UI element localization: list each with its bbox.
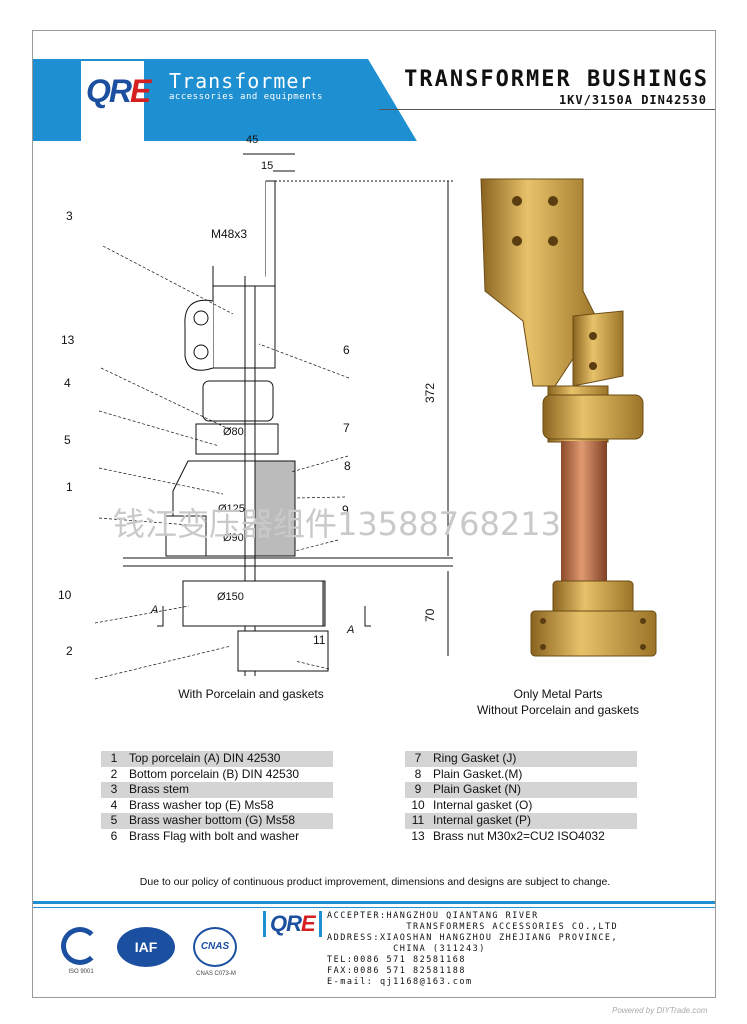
callout-5: 5 — [64, 433, 71, 447]
datasheet-page: QRE Transformer accessories and equipmen… — [32, 30, 716, 998]
footer-logo: QRE — [263, 911, 322, 937]
callout-3: 3 — [66, 209, 73, 223]
logo-box — [81, 61, 144, 141]
callout-4: 4 — [64, 376, 71, 390]
callout-10: 10 — [58, 588, 72, 602]
dim-dia150: Ø150 — [217, 591, 244, 603]
dim-45: 45 — [246, 134, 259, 146]
powered-by: Powered by DIYTrade.com — [612, 1006, 708, 1015]
dim-372: 372 — [423, 382, 437, 403]
footer-rule-thin — [33, 907, 715, 908]
callout-8: 8 — [344, 459, 351, 473]
watermark-text: 钱江变压器组件13588768213 — [113, 505, 561, 543]
header-title-panel — [368, 59, 715, 141]
title-underline — [379, 109, 715, 110]
caption-right-line1: Only Metal Parts — [513, 687, 603, 701]
cert-cnas-sub: CNAS C073-M — [196, 971, 236, 977]
cert-iaf-logo: IAF — [117, 927, 175, 967]
cert-cnas-logo: CNAS — [193, 927, 237, 967]
dim-70: 70 — [423, 608, 437, 622]
callout-7: 7 — [343, 421, 350, 435]
footer-rule — [33, 901, 715, 904]
caption-left: With Porcelain and gaskets — [178, 687, 324, 701]
page-title: TRANSFORMER BUSHINGS — [404, 67, 709, 92]
cert-cnas-label: CNAS — [200, 941, 230, 952]
callout-2: 2 — [66, 644, 73, 658]
callout-9: 9 — [342, 503, 349, 517]
dim-thread: M48x3 — [211, 227, 248, 241]
callout-1: 1 — [66, 480, 73, 494]
brand-tagline: accessories and equipments — [169, 92, 323, 102]
dim-dia125: Ø125 — [218, 503, 245, 515]
dim-dia80: Ø80 — [223, 426, 244, 438]
disclaimer-note: Due to our policy of continuous product … — [139, 876, 611, 888]
callout-6: 6 — [343, 343, 350, 357]
cert-iso-label: ISO 9001 — [68, 969, 94, 975]
callout-13: 13 — [61, 333, 75, 347]
cert-iso-logo — [61, 927, 99, 965]
section-marker-a-right: A — [347, 624, 355, 636]
callout-11: 11 — [313, 633, 326, 647]
dim-dia90: Ø90 — [223, 532, 244, 544]
dim-15: 15 — [261, 160, 274, 172]
brand-name: Transformer — [169, 69, 313, 93]
company-logo: QRE — [86, 73, 151, 109]
cert-iaf-label: IAF — [134, 939, 158, 955]
footer-contact: ACCEPTER:HANGZHOU QIANTANG RIVER TRANSFO… — [327, 911, 619, 987]
page-subtitle: 1KV/3150A DIN42530 — [558, 93, 707, 107]
section-marker-a-left: A — [151, 604, 159, 616]
product-photo — [480, 178, 657, 657]
caption-right-line2: Without Porcelain and gaskets — [476, 703, 640, 717]
technical-drawing — [94, 153, 453, 680]
